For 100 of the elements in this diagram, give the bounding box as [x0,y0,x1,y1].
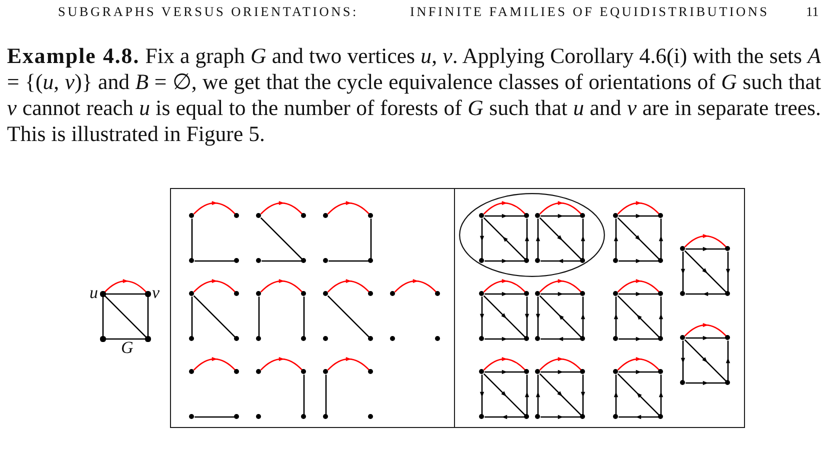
curved-arrow [260,200,303,215]
edge-line [191,218,193,258]
arrow [484,258,524,264]
arrow [484,370,524,374]
vertex-dot [301,291,306,296]
vertex-dot [658,258,664,264]
arrow [540,336,580,342]
vertex-dot [234,336,240,342]
vertex-dot [535,369,540,374]
arrow [580,218,586,258]
vertex-dot [323,213,328,218]
curved-arrow [617,200,660,215]
vertex-dot [368,369,374,374]
vertex-dot [725,291,730,296]
vertex-dot [234,369,240,374]
vertex-dot [368,258,374,264]
arrow [483,373,526,416]
vertex-dot [256,291,262,296]
vertex-dot [479,291,484,296]
arrow [536,374,540,414]
page-number: 11 [806,4,819,20]
arrow [524,218,530,258]
vertex-dot [234,291,240,296]
edge-line [194,416,234,418]
arrow [539,295,582,338]
edge-line [327,295,370,338]
vertex-dot [680,335,686,340]
vertex-dot [256,414,262,420]
vertex-dot [524,212,530,218]
arrow [618,258,658,264]
vertex-dot [256,258,262,264]
vertex-dot [535,336,540,342]
vertex-dot [301,336,306,342]
edge-line [106,293,146,295]
arrow [524,374,530,414]
edge-line [194,260,234,262]
vertex-dot [323,291,328,296]
vertex-dot [368,414,374,420]
vertex-dot [323,336,328,342]
curved-arrow [394,278,437,293]
arrow [658,218,664,258]
edge-line [102,296,104,336]
arrow [614,296,618,336]
arrow [540,370,580,374]
arrow [680,340,686,380]
arrow [580,296,586,336]
curved-arrow [193,356,236,371]
arrow [680,252,686,292]
vertex-dot [368,213,374,218]
arrow [483,295,526,338]
vertex-dot [613,291,618,296]
edge-line [303,374,305,414]
arrow [686,336,726,340]
vertex-dot [323,369,328,374]
arrow [618,336,658,342]
edge-line [262,260,302,262]
arrow [617,295,660,338]
vertex-dot [368,291,374,296]
curved-arrow [260,356,303,371]
vertex-dot [580,291,586,296]
vertex-dot [613,369,618,374]
vertex-dot [725,335,730,340]
curved-arrow [539,356,582,371]
vertex-dot [189,369,194,374]
vertex-dot [580,212,586,218]
arrow [658,374,664,414]
vertex-dot [535,291,540,296]
vertex-dot [535,414,540,420]
paragraph: Example 4.8. Fix a graph G and two vertices u, v. Applying Corollary 4.6(i) with the sets A = {(u, v)} and B = ∅, we get that the cycle equivalence classes of orientations of G such that v cannot reach u is equal to the number of forests of G such that u and v are in separate trees. This is illustrated in Figure 5. [7,43,821,147]
edge-line [258,296,260,336]
vertex-dot [580,414,586,420]
figure-panel [454,188,745,428]
arrow [540,292,580,296]
figure-panel [170,188,455,428]
arrow [484,292,524,296]
arrow [484,336,524,342]
arrow [536,296,540,336]
arrow [618,214,658,218]
arrow [686,380,726,386]
curved-arrow [327,278,370,293]
vertex-dot [580,369,586,374]
vertex-dot [189,213,194,218]
curved-arrow [327,200,370,215]
vertex-dot [390,336,396,342]
vertex-dot [479,369,484,374]
arrow [480,218,484,258]
arrow [617,217,660,260]
arrow [684,339,727,382]
vertex-dot [478,258,484,264]
vertex-dot [256,213,262,218]
vertex-label: u [88,284,98,302]
vertex-dot [658,369,664,374]
curved-arrow [483,278,526,293]
arrow [539,217,582,260]
vertex-dot [256,369,262,374]
vertex-dot [301,414,306,420]
arrow [614,218,618,258]
arrow [540,214,580,218]
edge-line [260,217,303,260]
vertex-dot [534,212,540,218]
